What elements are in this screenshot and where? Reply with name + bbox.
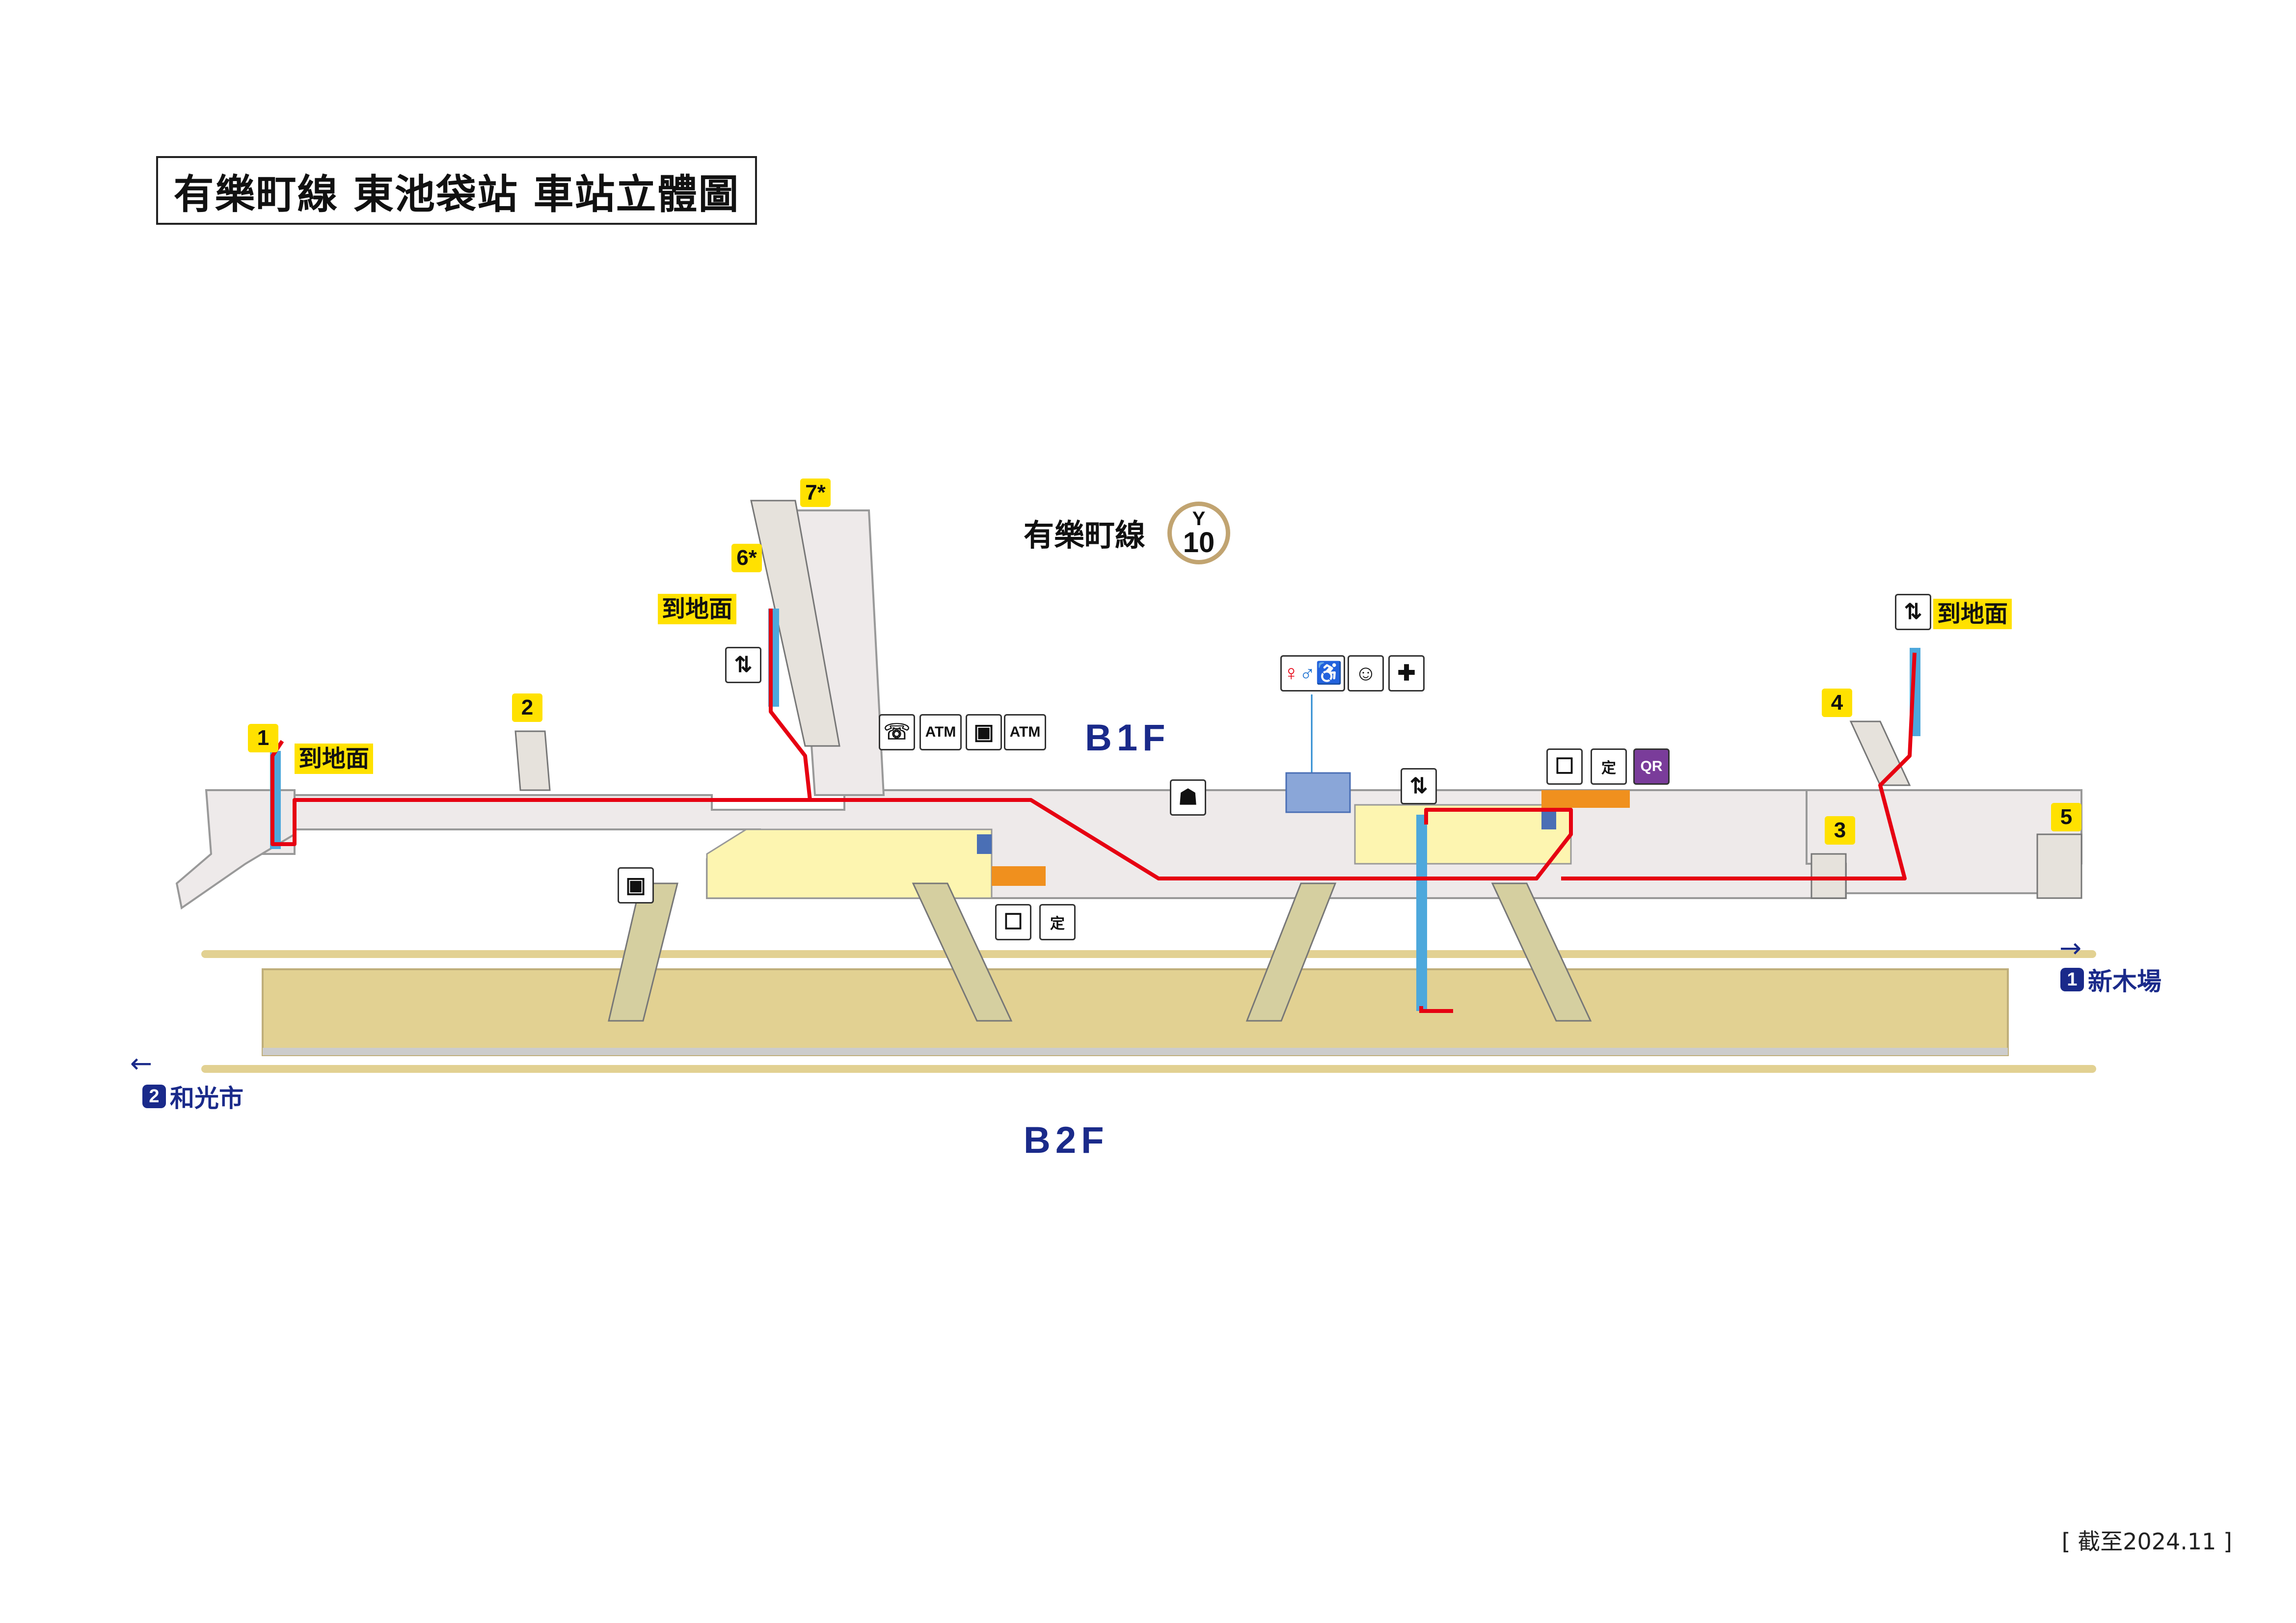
atm-icon: ATM <box>919 714 962 750</box>
stair-b2f-1 <box>608 882 678 1022</box>
direction-wakoshi: 2 和光市 <box>142 1079 243 1114</box>
exit-2-stair <box>514 730 551 791</box>
b2f-platform-edge <box>263 1048 2008 1055</box>
to-ground-label-north: 到地面 <box>658 594 737 624</box>
exit-7-label: 7* <box>800 479 831 507</box>
to-ground-label-east: 到地面 <box>1933 599 2012 629</box>
exit-5-stair <box>2036 833 2082 899</box>
elevator-shaft-platform <box>1416 815 1427 1011</box>
direction-shinkiba: 1 新木場 <box>2060 962 2161 997</box>
stair-b2f-3 <box>1245 882 1337 1022</box>
station-number-badge: Y 10 <box>1167 502 1230 564</box>
exit-2-label: 2 <box>512 693 542 722</box>
direction-name: 新木場 <box>2088 967 2161 996</box>
barrier-free-route <box>270 740 1573 880</box>
restroom-block <box>1285 772 1351 813</box>
direction-arrow-east: → <box>2059 932 2082 963</box>
stair-b2f-2 <box>912 882 1013 1022</box>
ticket-machine-icon: ☐ <box>1546 748 1583 785</box>
qr-ticket-icon: QR <box>1633 748 1670 785</box>
elevator-icon: ⇅ <box>1401 768 1437 804</box>
line-name: 有樂町線 <box>1024 517 1146 553</box>
direction-number-badge: 1 <box>2060 968 2084 991</box>
ticket-gate-west <box>992 866 1046 886</box>
line-code-letter: Y <box>1192 508 1206 530</box>
phone-icon: ☏ <box>879 714 915 750</box>
direction-arrow-west: ← <box>130 1048 153 1079</box>
exit-1-label: 1 <box>248 724 278 752</box>
coin-locker-icon: ▣ <box>618 867 654 904</box>
ticket-machine-icon: ☐ <box>995 904 1031 940</box>
exit-7-stair <box>750 500 840 747</box>
elevator-icon: ⇅ <box>1895 594 1931 630</box>
exit-3-stair <box>1810 853 1847 899</box>
exit-3-label: 3 <box>1825 816 1855 845</box>
baby-changing-icon: ☺ <box>1348 655 1384 692</box>
elevator-icon: ⇅ <box>725 647 761 683</box>
coin-locker-icon: ▣ <box>966 714 1002 750</box>
barrier-free-route-east <box>1561 652 1917 880</box>
exit-6-label: 6* <box>731 544 762 572</box>
station-code-number: 10 <box>1183 527 1215 559</box>
b1f-west-passage <box>175 789 296 910</box>
commuter-pass-icon: 定 <box>1039 904 1076 940</box>
atm-icon: ATM <box>1004 714 1046 750</box>
floor-label-b1f: B1F <box>1085 717 1170 759</box>
stair-b2f-4 <box>1491 882 1592 1022</box>
gate-wheelchair-east <box>1541 810 1556 829</box>
to-ground-label-exit1: 到地面 <box>295 744 374 774</box>
direction-name: 和光市 <box>170 1084 243 1113</box>
floor-label-b2f: B2F <box>1024 1119 1109 1161</box>
lower-track-line <box>201 1065 2096 1073</box>
barrier-free-route-north <box>769 609 812 800</box>
station-office-icon: ☗ <box>1170 779 1206 816</box>
ostomate-icon: ✚ <box>1388 655 1425 692</box>
paid-area-west <box>706 828 993 899</box>
exit-4-label: 4 <box>1822 689 1852 717</box>
upper-track-line <box>201 950 2096 958</box>
barrier-free-route-platform <box>1419 1006 1453 1013</box>
gate-wheelchair-west <box>977 834 992 854</box>
restroom-icon: ♀♂♿ <box>1280 655 1345 692</box>
page-title: 有樂町線 東池袋站 車站立體圖 <box>156 156 757 225</box>
commuter-pass-icon: 定 <box>1591 748 1627 785</box>
ticket-gate-east <box>1541 790 1630 808</box>
as-of-date: [ 截至2024.11 ] <box>2061 1528 2232 1555</box>
exit-4-stair <box>1849 720 1911 786</box>
direction-number-badge: 2 <box>142 1085 166 1108</box>
exit-5-label: 5 <box>2051 803 2081 831</box>
paid-area-east <box>1354 804 1572 865</box>
b2f-platform <box>262 968 2009 1056</box>
